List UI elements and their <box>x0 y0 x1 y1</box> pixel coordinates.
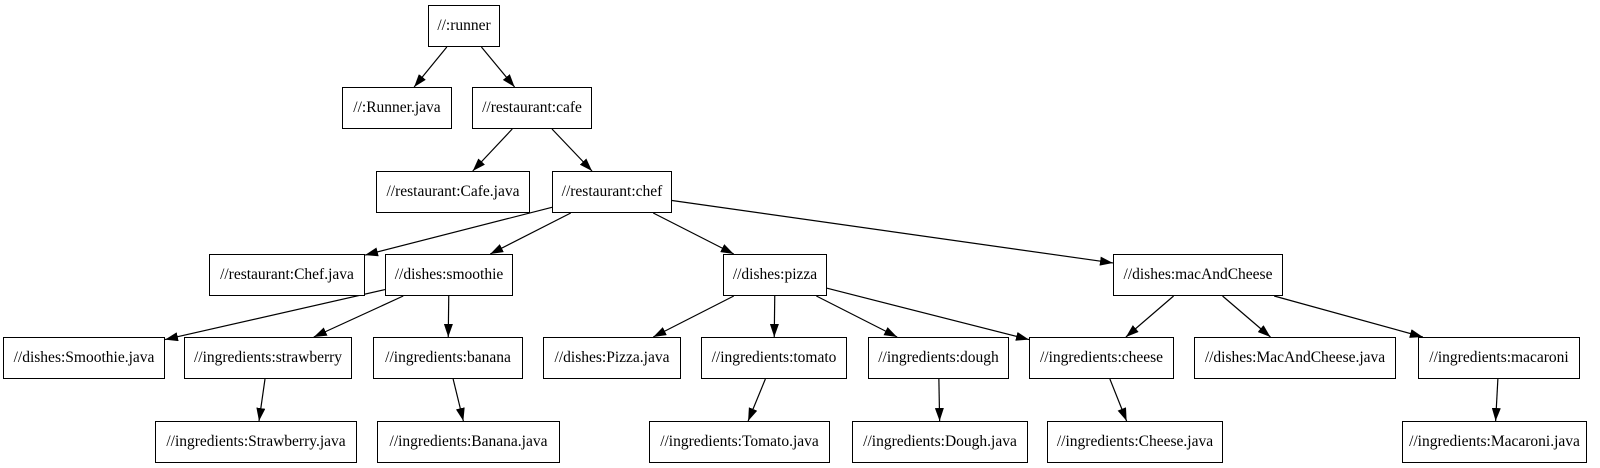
graph-node-tomato_java: //ingredients:Tomato.java <box>649 421 830 463</box>
graph-node-mac_java: //dishes:MacAndCheese.java <box>1194 337 1396 379</box>
graph-node-macaroni: //ingredients:macaroni <box>1418 337 1580 379</box>
graph-node-mac_and_cheese: //dishes:macAndCheese <box>1113 254 1283 296</box>
graph-node-runner_java: //:Runner.java <box>342 87 452 129</box>
graph-node-strawberry: //ingredients:strawberry <box>184 337 352 379</box>
graph-node-smoothie: //dishes:smoothie <box>385 254 513 296</box>
graph-node-chef: //restaurant:chef <box>552 171 672 213</box>
graph-node-pizza: //dishes:pizza <box>723 254 827 296</box>
graph-node-macaroni_java: //ingredients:Macaroni.java <box>1402 421 1587 463</box>
graph-node-banana: //ingredients:banana <box>373 337 523 379</box>
graph-node-pizza_java: //dishes:Pizza.java <box>543 337 681 379</box>
graph-node-tomato: //ingredients:tomato <box>701 337 847 379</box>
graph-node-cheese_java: //ingredients:Cheese.java <box>1047 421 1223 463</box>
graph-node-runner: //:runner <box>428 5 500 47</box>
graph-node-chef_java: //restaurant:Chef.java <box>209 254 365 296</box>
graph-node-smoothie_java: //dishes:Smoothie.java <box>3 337 165 379</box>
graph-node-cheese: //ingredients:cheese <box>1029 337 1174 379</box>
graph-node-cafe_java: //restaurant:Cafe.java <box>376 171 530 213</box>
graph-node-strawberry_java: //ingredients:Strawberry.java <box>155 421 357 463</box>
graph-node-dough: //ingredients:dough <box>868 337 1009 379</box>
graph-node-banana_java: //ingredients:Banana.java <box>377 421 560 463</box>
graph-node-cafe: //restaurant:cafe <box>472 87 592 129</box>
graph-node-dough_java: //ingredients:Dough.java <box>852 421 1028 463</box>
